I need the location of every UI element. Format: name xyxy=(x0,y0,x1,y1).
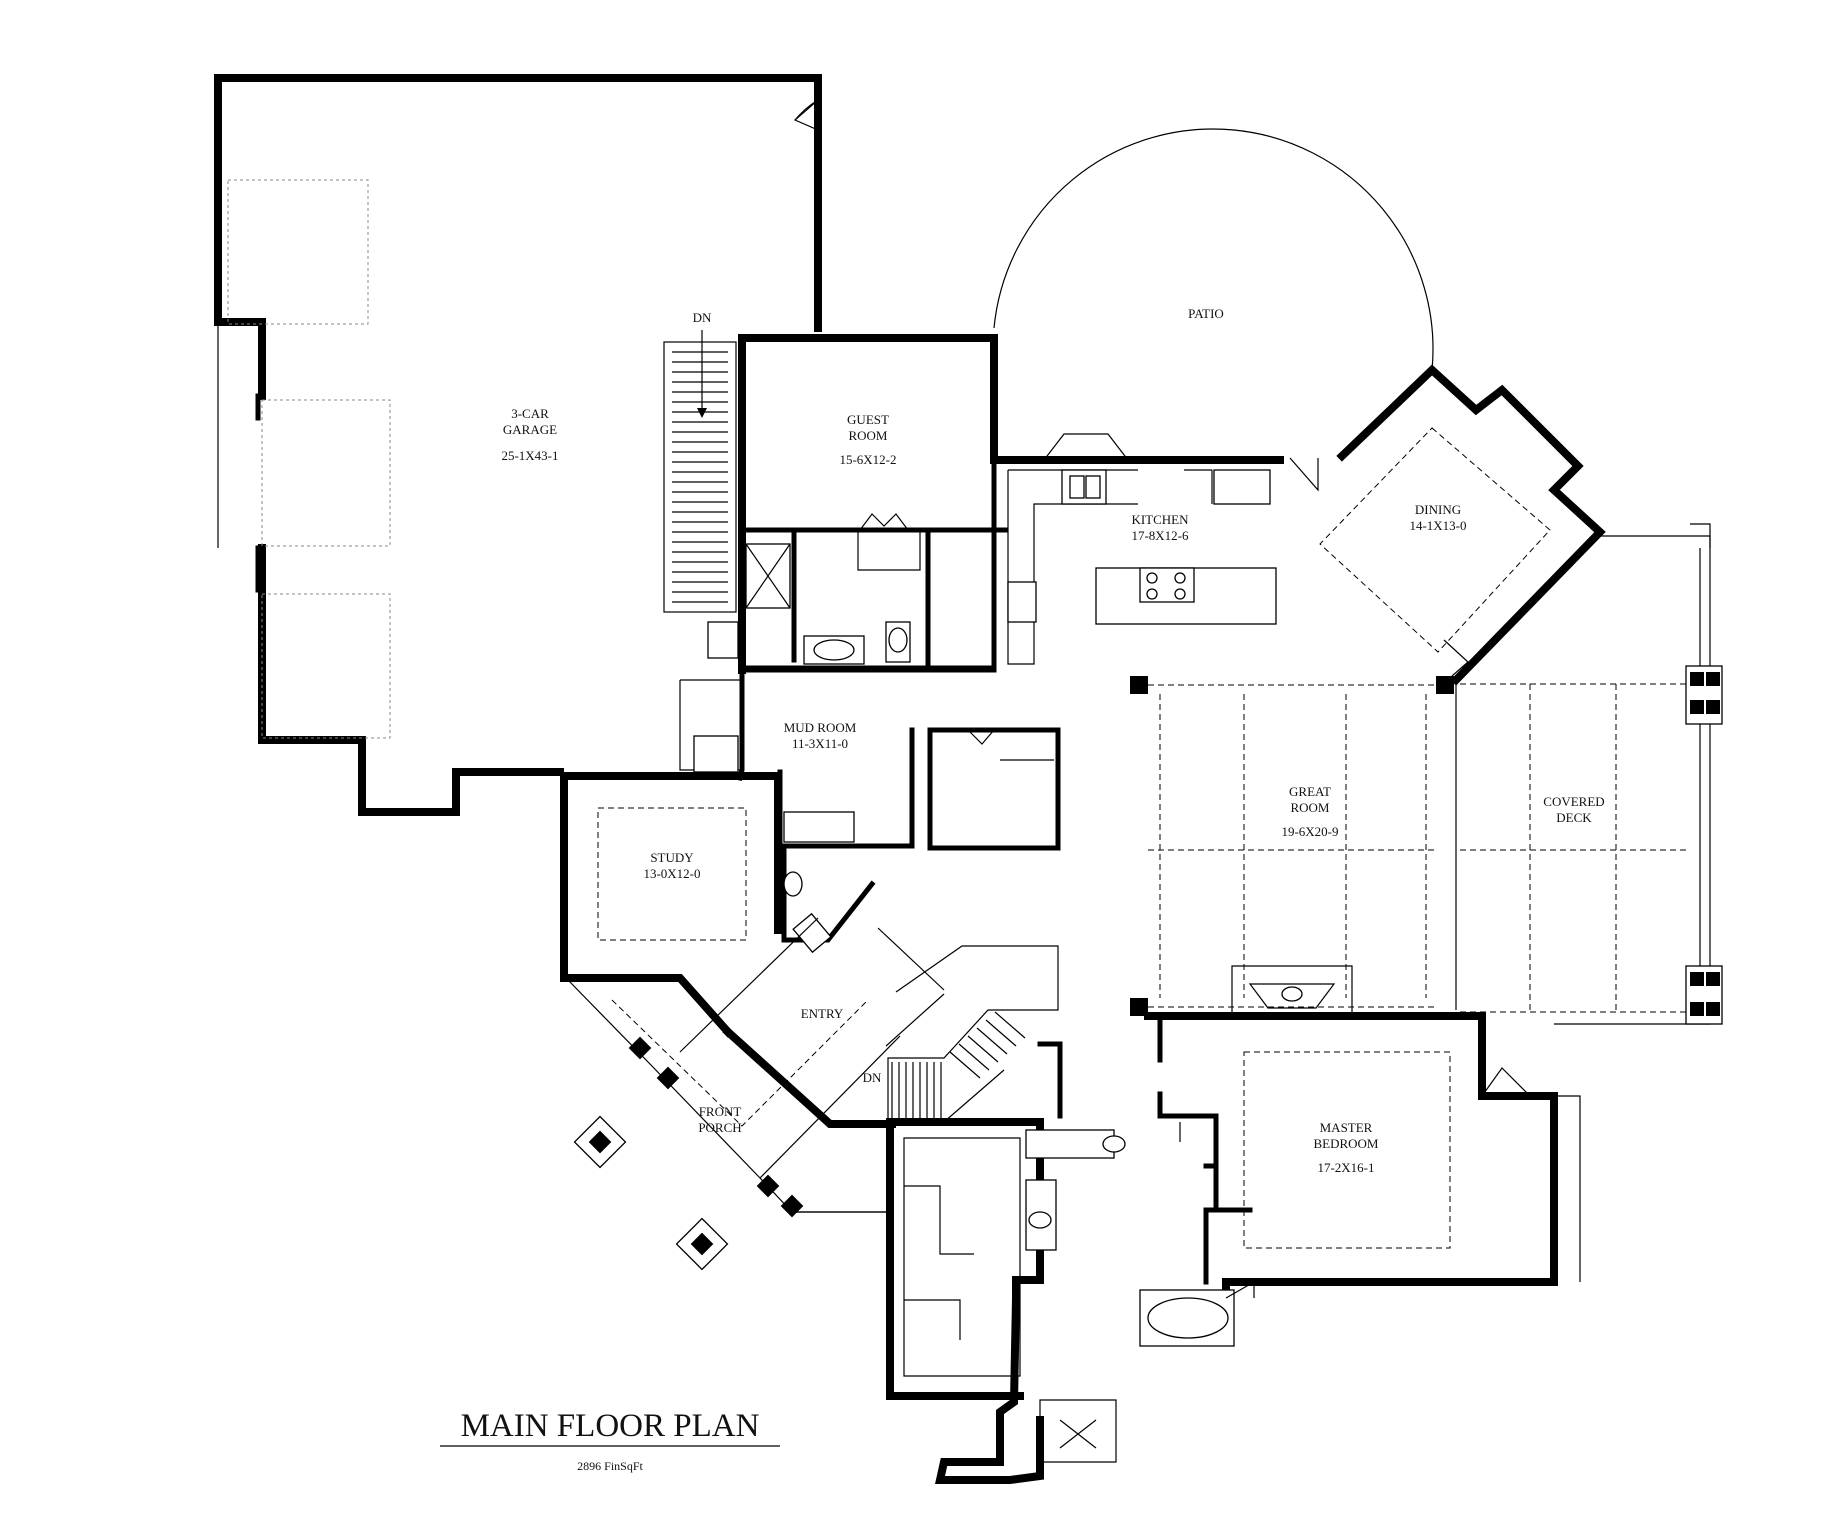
stair-down-garage xyxy=(663,330,737,613)
dining-outline xyxy=(1319,427,1551,677)
study-size: 13-0X12-0 xyxy=(643,866,700,881)
stair-tread xyxy=(958,1043,990,1071)
garage-door-outlines xyxy=(227,179,391,739)
master-size: 17-2X16-1 xyxy=(1317,1160,1374,1175)
mud-room-walls xyxy=(679,621,1061,851)
porch-posts xyxy=(573,1036,804,1271)
stair-tread xyxy=(949,1051,981,1079)
great-room-label-line2: ROOM xyxy=(1290,800,1329,815)
guest-size: 15-6X12-2 xyxy=(839,452,896,467)
dining-label: DINING xyxy=(1415,502,1461,517)
stair-down-entry xyxy=(885,945,1059,1123)
room-labels: 3-CAR GARAGE 25-1X43-1 DN GUEST ROOM 15-… xyxy=(440,306,1605,1473)
stair-tread xyxy=(994,1011,1026,1039)
patio-arc xyxy=(993,128,1434,371)
garage-label-line2: GARAGE xyxy=(503,422,557,437)
plan-title: MAIN FLOOR PLAN xyxy=(461,1408,760,1444)
great-room-beams xyxy=(1130,676,1457,1016)
study-walls xyxy=(560,772,876,1038)
kitchen-label: KITCHEN xyxy=(1131,512,1189,527)
study-label: STUDY xyxy=(650,850,694,865)
master-walls xyxy=(1037,1012,1581,1302)
plan-subtitle: 2896 FinSqFt xyxy=(577,1459,643,1473)
great-room-label-line1: GREAT xyxy=(1289,784,1331,799)
stair-dn-label-entry: DN xyxy=(863,1070,882,1085)
mud-room-label: MUD ROOM xyxy=(784,720,857,735)
stair-tread xyxy=(976,1027,1008,1055)
patio-label: PATIO xyxy=(1188,306,1224,321)
garage-size: 25-1X43-1 xyxy=(501,448,558,463)
stair-tread xyxy=(985,1019,1017,1047)
master-bath xyxy=(886,1118,1255,1484)
guest-room-walls xyxy=(738,334,1009,674)
great-room-size: 19-6X20-9 xyxy=(1281,824,1338,839)
covered-deck xyxy=(1460,523,1723,1025)
stair-tread xyxy=(967,1035,999,1063)
kitchen-size: 17-8X12-6 xyxy=(1131,528,1189,543)
garage-walls xyxy=(214,74,822,816)
garage-label-line1: 3-CAR xyxy=(511,406,549,421)
porch-label-line1: FRONT xyxy=(699,1104,742,1119)
master-label-line2: BEDROOM xyxy=(1313,1136,1378,1151)
dining-size: 14-1X13-0 xyxy=(1409,518,1466,533)
deck-label-line2: DECK xyxy=(1556,810,1592,825)
guest-label-line2: ROOM xyxy=(848,428,887,443)
guest-label-line1: GUEST xyxy=(847,412,889,427)
entry-label: ENTRY xyxy=(801,1006,844,1021)
kitchen-walls xyxy=(990,364,1606,686)
porch-label-line2: PORCH xyxy=(698,1120,741,1135)
deck-label-line1: COVERED xyxy=(1543,794,1604,809)
mud-room-size: 11-3X11-0 xyxy=(792,736,848,751)
master-label-line1: MASTER xyxy=(1320,1120,1373,1135)
stair-dn-label-garage: DN xyxy=(693,310,712,325)
